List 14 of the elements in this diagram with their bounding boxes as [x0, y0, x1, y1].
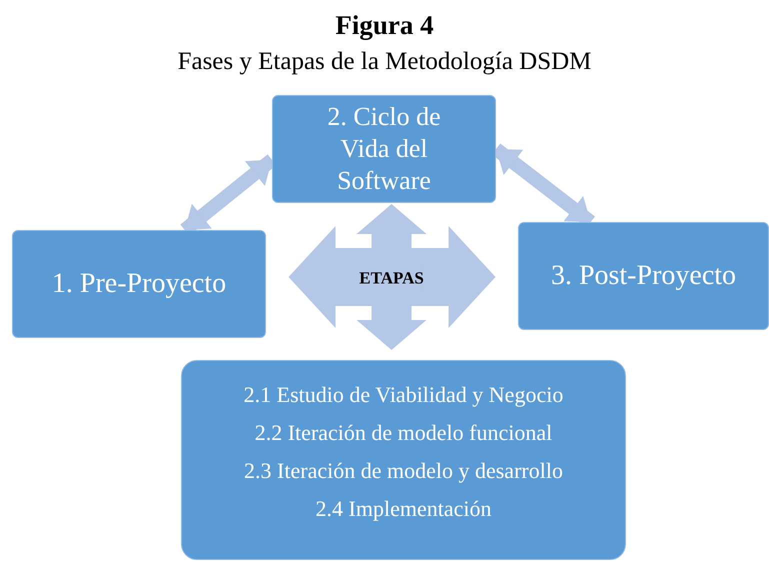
stage-item: 2.2 Iteración de modelo funcional — [254, 419, 552, 447]
four-way-arrow — [288, 204, 496, 350]
stage-item: 2.1 Estudio de Viabilidad y Negocio — [244, 381, 564, 409]
box-label: 1. Pre-Proyecto — [52, 267, 226, 301]
figure-caption: Fases y Etapas de la Metodología DSDM — [178, 47, 592, 77]
figure-title: Figura 4 — [335, 9, 434, 42]
process-box — [181, 360, 626, 560]
process-box — [12, 230, 266, 338]
stage-item: 2.4 Implementación — [316, 495, 492, 523]
box-label: 3. Post-Proyecto — [550, 259, 736, 293]
process-box — [272, 95, 496, 203]
process-box — [518, 222, 769, 330]
box-label: 2. Ciclo de Vida del Software — [326, 101, 442, 197]
stage-item: 2.3 Iteración de modelo y desarrollo — [244, 457, 563, 485]
